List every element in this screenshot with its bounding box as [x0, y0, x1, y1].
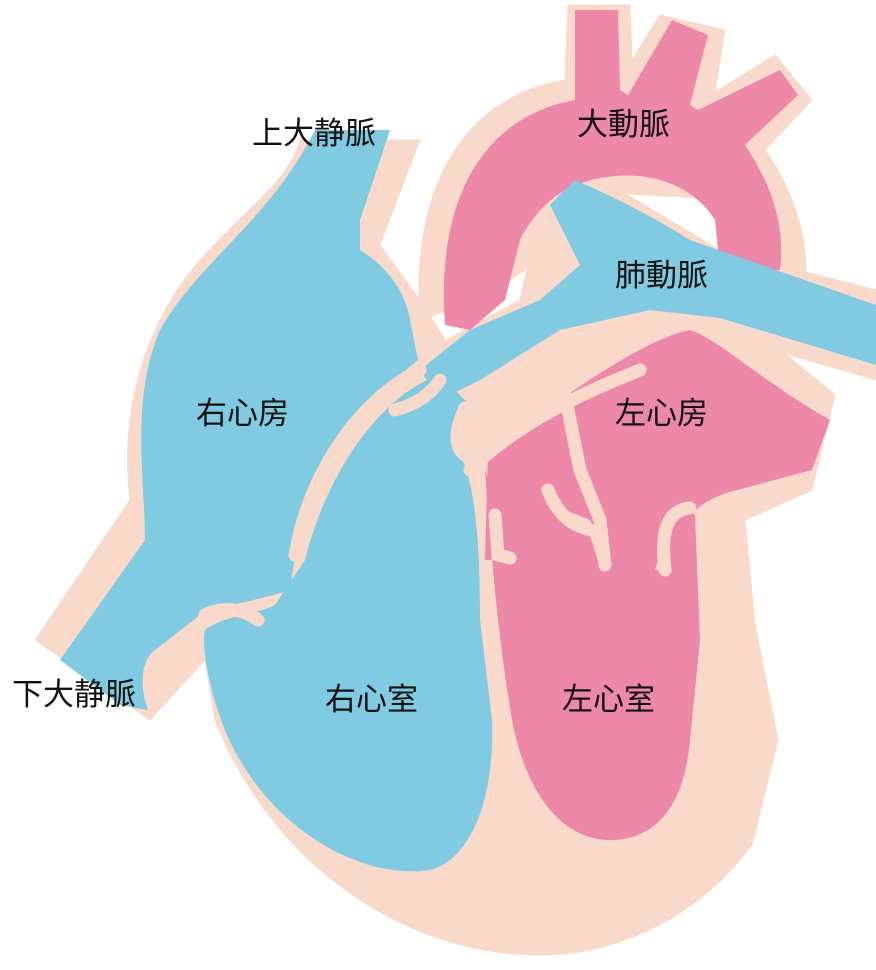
label-inferior-vena-cava: 下大静脈: [12, 677, 136, 713]
label-right-atrium: 右心房: [196, 396, 289, 432]
label-aorta: 大動脈: [577, 107, 670, 143]
label-superior-vena-cava: 上大静脈: [252, 116, 376, 152]
label-left-atrium: 左心房: [615, 396, 708, 432]
label-right-ventricle: 右心室: [325, 682, 418, 718]
label-left-ventricle: 左心室: [562, 682, 655, 718]
label-pulmonary-artery: 肺動脈: [615, 258, 708, 294]
